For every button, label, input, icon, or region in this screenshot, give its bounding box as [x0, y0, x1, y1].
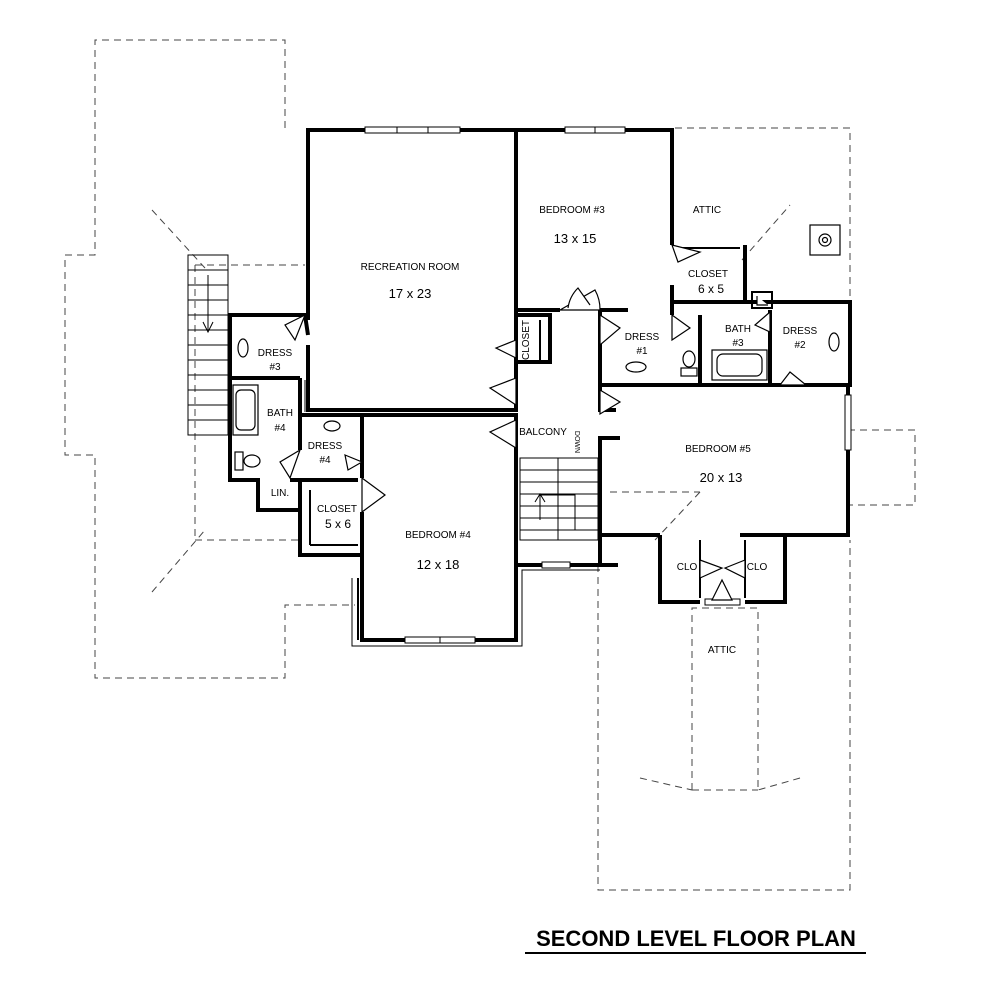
bedroom4-name: BEDROOM #4 — [405, 530, 471, 541]
hall-closet-name: CLOSET — [521, 320, 532, 360]
bedroom3-size: 13 x 15 — [554, 231, 597, 246]
recreation-room-size: 17 x 23 — [389, 286, 432, 301]
bedroom5-name: BEDROOM #5 — [685, 444, 751, 455]
dress1-num: #1 — [636, 346, 648, 357]
bath3-num: #3 — [732, 338, 744, 349]
dress2-name: DRESS — [783, 326, 818, 337]
stair-down-label: DOWN — [573, 431, 580, 453]
dress3-num: #3 — [269, 362, 281, 373]
dress3-name: DRESS — [258, 348, 293, 359]
attic-bottom-name: ATTIC — [708, 645, 736, 656]
dress4-num: #4 — [319, 455, 331, 466]
windows — [364, 126, 852, 644]
dress4-name: DRESS — [308, 441, 343, 452]
bath4-name: BATH — [267, 408, 293, 419]
roof-outline-left — [64, 39, 355, 679]
bath4-num: #4 — [274, 423, 286, 434]
bedroom5-size: 20 x 13 — [700, 470, 743, 485]
recreation-room-name: RECREATION ROOM — [361, 262, 460, 273]
roof-outline-right — [597, 127, 916, 891]
exterior-stair — [187, 254, 229, 436]
clo-right-name: CLO — [747, 562, 768, 573]
interior-stair — [519, 457, 599, 541]
plan-title: SECOND LEVEL FLOOR PLAN — [536, 926, 856, 951]
doors — [279, 244, 808, 601]
walls — [228, 128, 852, 647]
closet-6x5-size: 6 x 5 — [698, 282, 724, 296]
balcony-name: BALCONY — [519, 427, 567, 438]
linen-name: LIN. — [271, 488, 289, 499]
bedroom4-size: 12 x 18 — [417, 557, 460, 572]
bedroom3-name: BEDROOM #3 — [539, 205, 605, 216]
dress1-name: DRESS — [625, 332, 660, 343]
dress2-num: #2 — [794, 340, 806, 351]
attic-top-name: ATTIC — [693, 205, 721, 216]
fixtures — [232, 224, 841, 471]
bath3-name: BATH — [725, 324, 751, 335]
closet-6x5-name: CLOSET — [688, 269, 728, 280]
closet-5x6-size: 5 x 6 — [325, 517, 351, 531]
clo-left-name: CLO — [677, 562, 698, 573]
closet-5x6-name: CLOSET — [317, 504, 357, 515]
room-labels: RECREATION ROOM 17 x 23 BEDROOM #3 13 x … — [258, 205, 818, 656]
